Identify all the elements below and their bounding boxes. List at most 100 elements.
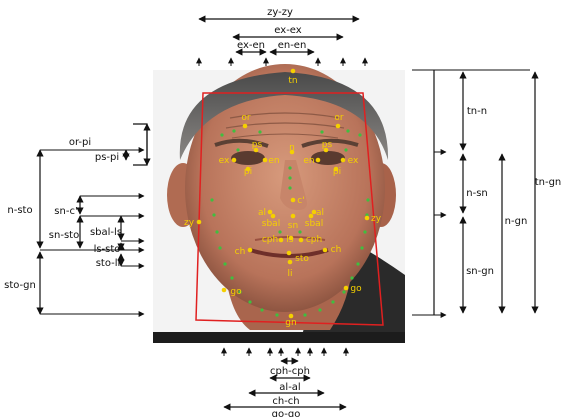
landmark-go-label: go (230, 287, 242, 297)
go-go-label: go-go (272, 409, 301, 417)
contour-point (331, 300, 334, 303)
landmark-go-label: go (350, 284, 362, 294)
contour-point (278, 230, 281, 233)
bottom-measurements: cph-cph al-al ch-ch go-go (224, 348, 346, 417)
landmark-ex-point (232, 158, 237, 163)
or-pi-label: or-pi (69, 137, 91, 148)
contour-point (230, 276, 233, 279)
landmark-gn-label: gn (285, 318, 296, 328)
contour-point (212, 213, 215, 216)
landmark-c-point (291, 198, 296, 203)
landmark-ps-label: ps (322, 140, 333, 150)
landmark-ch-label: ch (331, 245, 342, 255)
landmark-tn-label: tn (288, 76, 297, 86)
landmark-li-label: li (287, 269, 292, 279)
contour-point (236, 148, 239, 151)
right-measurements: tn-n n-sn sn-gn n-gn tn-gn (412, 70, 561, 315)
ps-pi-label: ps-pi (95, 152, 119, 163)
contour-point (303, 313, 306, 316)
landmark-sn-point (291, 214, 296, 219)
landmark-en-label: en (268, 156, 279, 166)
landmark-ps-label: ps (252, 140, 263, 150)
landmark-or-point (336, 124, 341, 129)
landmark-ex-point (341, 158, 346, 163)
contour-point (275, 313, 278, 316)
landmark-zy-point (365, 216, 370, 221)
sn-sto-label: sn-sto (49, 230, 79, 241)
landmark-sbal-point (271, 214, 276, 219)
contour-point (298, 230, 301, 233)
landmark-ch-point (323, 248, 328, 253)
contour-point (215, 230, 218, 233)
n-sn-label: n-sn (466, 188, 488, 199)
landmark-c-label: c' (297, 196, 304, 206)
cph-cph-label: cph-cph (270, 366, 310, 377)
contour-point (248, 300, 251, 303)
n-gn-label: n-gn (505, 216, 528, 227)
landmark-tn-point (291, 69, 296, 74)
contour-point (258, 130, 261, 133)
sn-c-label: sn-c' (54, 206, 77, 217)
contour-point (346, 129, 349, 132)
contour-point (356, 262, 359, 265)
contour-point (210, 198, 213, 201)
contour-point (288, 166, 291, 169)
landmark-ls-label: ls (286, 235, 294, 245)
landmark-cph-label: cph (306, 235, 322, 245)
contour-point (260, 308, 263, 311)
contour-point (358, 133, 361, 136)
contour-point (232, 129, 235, 132)
landmark-or-label: or (241, 113, 251, 123)
face-photo (153, 64, 405, 343)
landmark-li-point (288, 260, 293, 265)
landmark-ex-label: ex (219, 156, 230, 166)
contour-point (218, 246, 221, 249)
landmark-sbal-label: sbal (262, 219, 280, 229)
landmark-n-label: n (289, 143, 295, 153)
landmark-go-point (222, 288, 227, 293)
landmark-al-label: al (258, 208, 266, 218)
landmark-al-label: al (316, 208, 324, 218)
landmark-cph-label: cph (262, 235, 278, 245)
landmark-zy-point (197, 220, 202, 225)
landmark-go-point (344, 286, 349, 291)
landmark-sto-point (287, 251, 292, 256)
landmark-cph-point (299, 238, 304, 243)
landmark-zy-label: zy (371, 214, 382, 224)
landmark-ch-label: ch (235, 247, 246, 257)
ch-ch-label: ch-ch (272, 396, 299, 407)
ex-ex-label: ex-ex (274, 25, 301, 36)
ex-en-label: ex-en (237, 40, 265, 51)
landmark-cph-point (279, 238, 284, 243)
landmark-al-point (268, 210, 273, 215)
contour-point (288, 186, 291, 189)
landmark-ex-label: ex (348, 156, 359, 166)
contour-point (366, 198, 369, 201)
contour-point (350, 276, 353, 279)
sto-li-label: sto-li (96, 258, 121, 269)
contour-point (342, 290, 345, 293)
top-measurements: zy-zy ex-ex ex-en en-en (199, 7, 365, 66)
landmark-sn-label: sn (288, 221, 298, 231)
contour-point (360, 246, 363, 249)
landmark-en-point (263, 158, 268, 163)
zy-zy-label: zy-zy (267, 7, 293, 18)
landmark-sbal-label: sbal (305, 219, 323, 229)
sn-gn-label: sn-gn (466, 266, 494, 277)
landmark-pi-label: pi (244, 167, 252, 177)
contour-point (344, 148, 347, 151)
sto-gn-label: sto-gn (4, 280, 36, 291)
tn-gn-label: tn-gn (535, 177, 562, 188)
right-eye (311, 151, 345, 165)
landmark-sbal-point (309, 214, 314, 219)
landmark-en-label: en (303, 156, 314, 166)
left-eye (231, 151, 265, 165)
landmark-sto-label: sto (295, 254, 309, 264)
contour-point (223, 262, 226, 265)
contour-point (288, 176, 291, 179)
sbal-ls-label: sbal-ls (90, 227, 122, 238)
landmark-en-point (316, 158, 321, 163)
landmark-or-point (243, 124, 248, 129)
